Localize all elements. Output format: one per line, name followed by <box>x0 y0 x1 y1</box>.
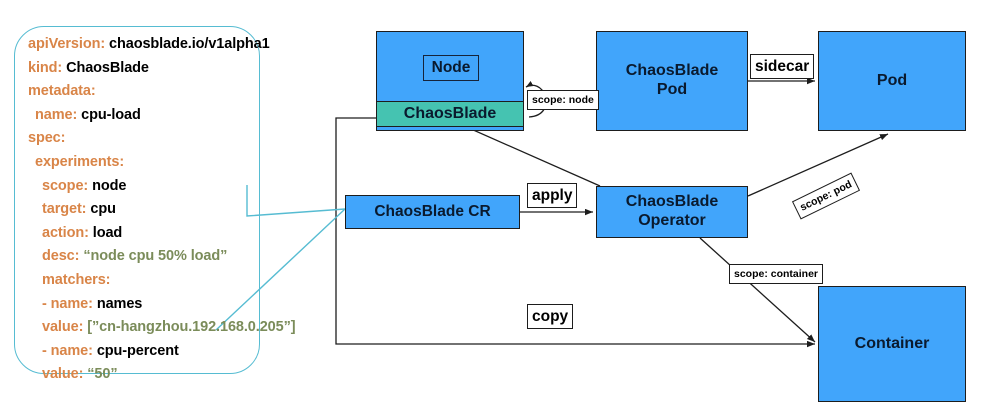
yaml-line: metadata: <box>28 80 448 104</box>
edge-operator-to-pod <box>747 133 889 197</box>
edge-label-copy: copy <box>527 304 574 329</box>
yaml-line: desc: “node cpu 50% load” <box>28 245 448 269</box>
edge-operator-to-node <box>461 124 601 187</box>
yaml-key: value: <box>42 366 84 383</box>
yaml-callout-bubble <box>14 26 260 374</box>
yaml-line: apiVersion: chaosblade.io/v1alpha1 <box>28 33 448 57</box>
callout-pointer <box>215 185 346 331</box>
yaml-key: desc: <box>42 248 80 265</box>
yaml-key: spec: <box>28 130 66 147</box>
yaml-line: experiments: <box>28 151 448 175</box>
yaml-key: - name: <box>42 342 93 359</box>
yaml-line: name: cpu-load <box>28 104 448 128</box>
yaml-line: - name: names <box>28 293 448 317</box>
yaml-line: spec: <box>28 127 448 151</box>
chaosblade-cr-box[interactable]: ChaosBlade CR <box>345 195 520 229</box>
yaml-line: value: “50” <box>28 363 448 387</box>
yaml-key: value: <box>42 319 84 336</box>
yaml-line: scope: node <box>28 175 448 199</box>
yaml-value: chaosblade.io/v1alpha1 <box>109 36 270 52</box>
yaml-value: node <box>92 177 127 194</box>
yaml-key: name: <box>35 106 78 123</box>
yaml-key: kind: <box>28 59 63 76</box>
edge-label-scope-container: scope: container <box>729 264 824 284</box>
yaml-key: experiments: <box>35 153 125 170</box>
yaml-value: cpu-load <box>81 106 141 123</box>
yaml-key: - name: <box>42 295 93 312</box>
yaml-key: action: <box>42 224 89 241</box>
node-label-box: Node <box>423 55 479 81</box>
edge-label-sidecar: sidecar <box>750 54 815 79</box>
yaml-value: [”cn-hangzhou.192.168.0.205”] <box>87 319 296 336</box>
edge-operator-to-container <box>699 237 816 343</box>
yaml-value: “50” <box>87 366 118 383</box>
edge-label-scope-node: scope: node <box>527 90 599 110</box>
yaml-key: matchers: <box>42 271 111 288</box>
pod-box[interactable]: Pod <box>818 31 966 131</box>
node-box[interactable]: Node ChaosBlade <box>376 31 524 131</box>
edge-copy <box>335 117 815 348</box>
yaml-key: target: <box>42 201 87 218</box>
yaml-value: names <box>96 295 143 312</box>
yaml-value: cpu <box>90 201 116 218</box>
yaml-value: “node cpu 50% load” <box>83 248 228 265</box>
chaosblade-daemon-band[interactable]: ChaosBlade <box>377 101 523 127</box>
yaml-line: kind: ChaosBlade <box>28 57 448 81</box>
yaml-line: value: [”cn-hangzhou.192.168.0.205”] <box>28 316 448 340</box>
edge-label-apply: apply <box>527 183 578 208</box>
yaml-line: matchers: <box>28 269 448 293</box>
yaml-value: cpu-percent <box>96 342 179 359</box>
yaml-value: load <box>92 224 123 241</box>
yaml-line: target: cpu <box>28 198 448 222</box>
yaml-value: ChaosBlade <box>66 59 149 76</box>
yaml-key: metadata: <box>28 83 96 100</box>
yaml-line: - name: cpu-percent <box>28 340 448 364</box>
yaml-key: apiVersion: <box>28 36 106 52</box>
yaml-key: scope: <box>42 177 89 194</box>
container-box[interactable]: Container <box>818 286 966 402</box>
yaml-line: action: load <box>28 222 448 246</box>
